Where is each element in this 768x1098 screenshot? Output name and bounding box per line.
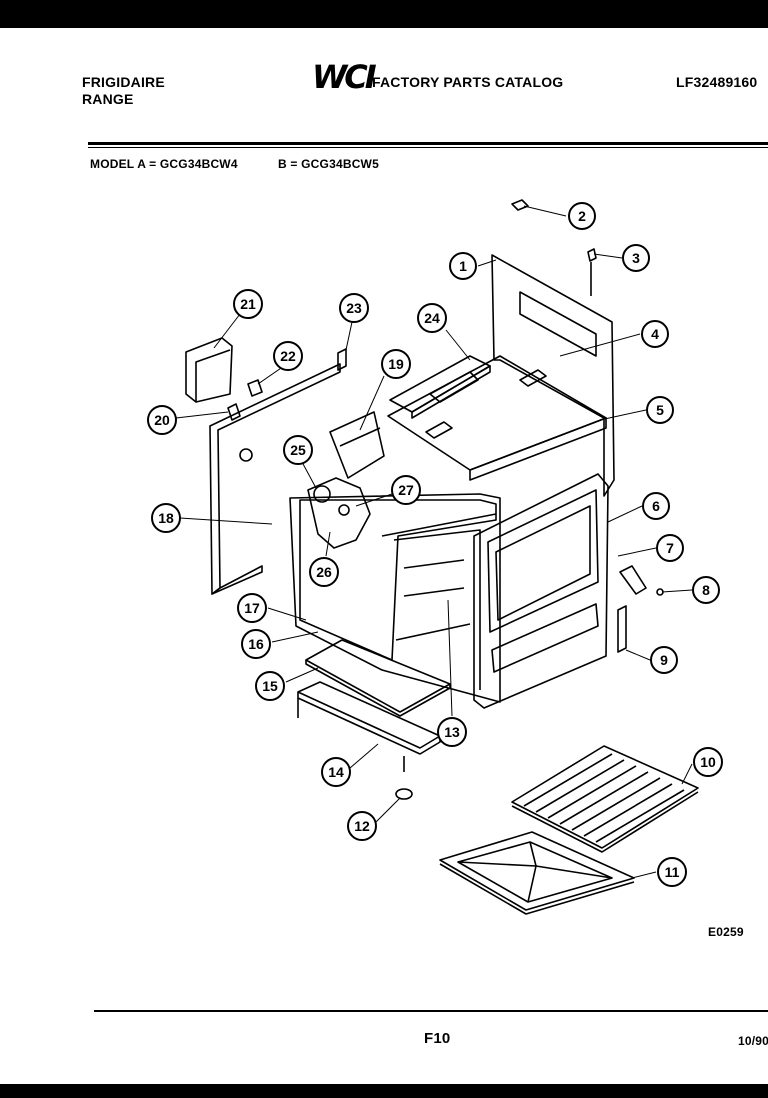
svg-text:22: 22 bbox=[280, 348, 296, 364]
brand-name: FRIGIDAIRE bbox=[82, 74, 165, 90]
callout-5: 5 bbox=[646, 396, 674, 424]
svg-text:15: 15 bbox=[262, 678, 278, 694]
bracket-21 bbox=[185, 337, 233, 403]
svg-text:26: 26 bbox=[316, 564, 332, 580]
top-vent-slot bbox=[519, 291, 597, 357]
callout-8: 8 bbox=[692, 576, 720, 604]
callout-9: 9 bbox=[650, 646, 678, 674]
svg-text:23: 23 bbox=[346, 300, 362, 316]
svg-text:12: 12 bbox=[354, 818, 370, 834]
revision-date: 10/90 bbox=[738, 1034, 768, 1048]
page-number: F10 bbox=[424, 1030, 451, 1047]
callout-6: 6 bbox=[642, 492, 670, 520]
screw-3 bbox=[587, 248, 597, 262]
callout-4: 4 bbox=[641, 320, 669, 348]
callout-17: 17 bbox=[237, 593, 267, 623]
catalog-page: FRIGIDAIRE RANGE WCI FACTORY PARTS CATAL… bbox=[0, 28, 768, 1084]
wci-logo: WCI bbox=[312, 58, 377, 96]
callout-22: 22 bbox=[273, 341, 303, 371]
callout-14: 14 bbox=[321, 757, 351, 787]
top-back-panel bbox=[491, 254, 615, 497]
catalog-title: FACTORY PARTS CATALOG bbox=[372, 74, 564, 90]
svg-text:3: 3 bbox=[632, 250, 640, 266]
kick-plate bbox=[297, 681, 441, 749]
flue-deflector bbox=[329, 411, 385, 479]
leader-lines bbox=[175, 205, 693, 879]
callout-24: 24 bbox=[417, 303, 447, 333]
svg-text:21: 21 bbox=[240, 296, 256, 312]
oven-door bbox=[473, 473, 609, 709]
callout-27: 27 bbox=[391, 475, 421, 505]
callout-11: 11 bbox=[657, 857, 687, 887]
callout-3: 3 bbox=[622, 244, 650, 272]
svg-text:2: 2 bbox=[578, 208, 586, 224]
callout-20: 20 bbox=[147, 405, 177, 435]
callout-13: 13 bbox=[437, 717, 467, 747]
door-hinge bbox=[619, 565, 647, 595]
callout-19: 19 bbox=[381, 349, 411, 379]
svg-text:9: 9 bbox=[660, 652, 668, 668]
svg-text:5: 5 bbox=[656, 402, 664, 418]
burner-assembly bbox=[307, 477, 371, 549]
header-rule-thin bbox=[88, 147, 768, 148]
leveler-foot bbox=[395, 788, 413, 800]
svg-text:16: 16 bbox=[248, 636, 264, 652]
callout-25: 25 bbox=[283, 435, 313, 465]
callout-26: 26 bbox=[309, 557, 339, 587]
footer-rule bbox=[94, 1010, 768, 1012]
callout-2: 2 bbox=[568, 202, 596, 230]
svg-text:10: 10 bbox=[700, 754, 716, 770]
model-a: MODEL A = GCG34BCW4 bbox=[90, 157, 238, 171]
model-b: B = GCG34BCW5 bbox=[278, 157, 379, 171]
callout-12: 12 bbox=[347, 811, 377, 841]
callout-23: 23 bbox=[339, 293, 369, 323]
callout-1: 1 bbox=[449, 252, 477, 280]
product-type: RANGE bbox=[82, 91, 134, 107]
svg-text:25: 25 bbox=[290, 442, 306, 458]
svg-text:17: 17 bbox=[244, 600, 260, 616]
catalog-number: LF32489160 bbox=[676, 74, 758, 90]
svg-text:18: 18 bbox=[158, 510, 174, 526]
svg-text:7: 7 bbox=[666, 540, 674, 556]
svg-text:8: 8 bbox=[702, 582, 710, 598]
svg-text:20: 20 bbox=[154, 412, 170, 428]
hinge-spring bbox=[617, 605, 627, 653]
callout-18: 18 bbox=[151, 503, 181, 533]
header-rule bbox=[88, 142, 768, 145]
svg-text:24: 24 bbox=[424, 310, 440, 326]
broiler-pan bbox=[439, 831, 635, 911]
drawing-id: E0259 bbox=[708, 925, 744, 939]
svg-text:4: 4 bbox=[651, 326, 659, 342]
svg-text:13: 13 bbox=[444, 724, 460, 740]
svg-text:19: 19 bbox=[388, 356, 404, 372]
callout-10: 10 bbox=[693, 747, 723, 777]
callout-7: 7 bbox=[656, 534, 684, 562]
clip-22 bbox=[247, 379, 263, 397]
callout-group: 1 2 3 4 5 6 7 8 9 10 11 12 13 14 15 16 1… bbox=[147, 202, 723, 887]
oven-rack bbox=[511, 745, 699, 849]
svg-text:27: 27 bbox=[398, 482, 414, 498]
svg-text:14: 14 bbox=[328, 764, 344, 780]
svg-text:11: 11 bbox=[665, 864, 680, 880]
callout-15: 15 bbox=[255, 671, 285, 701]
callout-21: 21 bbox=[233, 289, 263, 319]
rear-brace bbox=[337, 348, 347, 371]
screw-2 bbox=[511, 199, 529, 211]
svg-text:6: 6 bbox=[652, 498, 660, 514]
svg-text:1: 1 bbox=[459, 258, 467, 274]
callout-16: 16 bbox=[241, 629, 271, 659]
